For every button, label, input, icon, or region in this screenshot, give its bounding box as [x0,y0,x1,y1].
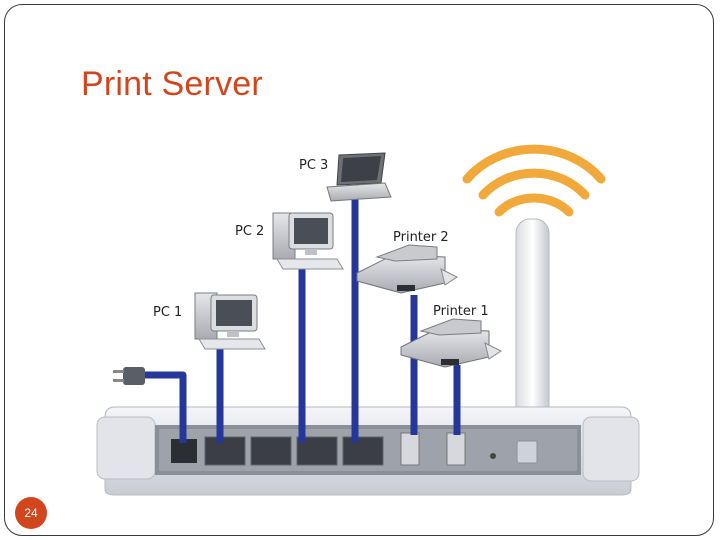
label-pc3: PC 3 [299,158,328,173]
label-printer1: Printer 1 [433,304,489,319]
network-cables [143,197,461,443]
power-plug-icon [113,367,145,385]
desktop-computer-icon [272,212,344,270]
power-jack-icon [516,440,538,464]
router [96,406,640,496]
lan-ports [204,436,384,466]
label-printer2: Printer 2 [393,230,449,245]
label-pc1: PC 1 [153,305,182,320]
slide: Print Server [4,4,714,536]
network-diagram: PC 3 PC 2 PC 1 Printer 2 Printer 1 [96,144,640,496]
laptop-icon [326,152,392,202]
desktop-computer-icon [194,292,266,350]
wifi-signal-icon [462,144,606,217]
slide-title: Print Server [81,65,263,103]
label-pc2: PC 2 [235,224,264,239]
page-number-badge: 24 [15,497,47,529]
reset-button-icon [490,453,496,459]
printer-icon [356,244,458,294]
printer-icon [400,318,502,368]
